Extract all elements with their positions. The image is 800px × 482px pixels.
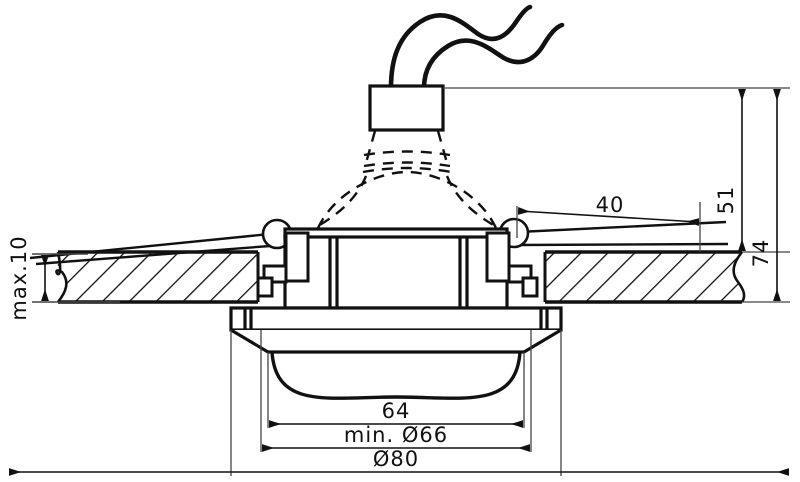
hatched-ceiling-panel-right bbox=[543, 250, 746, 304]
hatched-ceiling-panel-left bbox=[55, 250, 260, 304]
dimension-clip-40: 40 bbox=[516, 193, 701, 252]
dim-label-40: 40 bbox=[596, 193, 625, 217]
dimension-min-d66: min. Ø66 bbox=[262, 423, 530, 452]
lamp-housing-body bbox=[283, 227, 509, 310]
dim-label-74: 74 bbox=[749, 239, 773, 268]
clip-brackets bbox=[256, 231, 539, 298]
dimension-64: 64 bbox=[269, 399, 523, 428]
dimension-max-10: max.10 bbox=[7, 235, 120, 321]
dimension-heights: 51 74 bbox=[443, 87, 790, 303]
dim-label-51: 51 bbox=[714, 186, 738, 215]
dim-label-min-d66: min. Ø66 bbox=[344, 423, 448, 447]
two-supply-wires bbox=[388, 4, 565, 91]
dimension-d80: Ø80 bbox=[9, 447, 789, 476]
bottom-extension-lines bbox=[230, 330, 562, 476]
trim-ring bbox=[229, 306, 563, 354]
dim-label-64: 64 bbox=[382, 399, 411, 423]
dim-label-max-10: max.10 bbox=[7, 235, 31, 320]
glass-lens-dome bbox=[270, 351, 522, 400]
hidden-lamp-outline bbox=[316, 130, 498, 229]
dim-label-d80: Ø80 bbox=[373, 447, 419, 471]
terminal-block bbox=[368, 84, 445, 132]
